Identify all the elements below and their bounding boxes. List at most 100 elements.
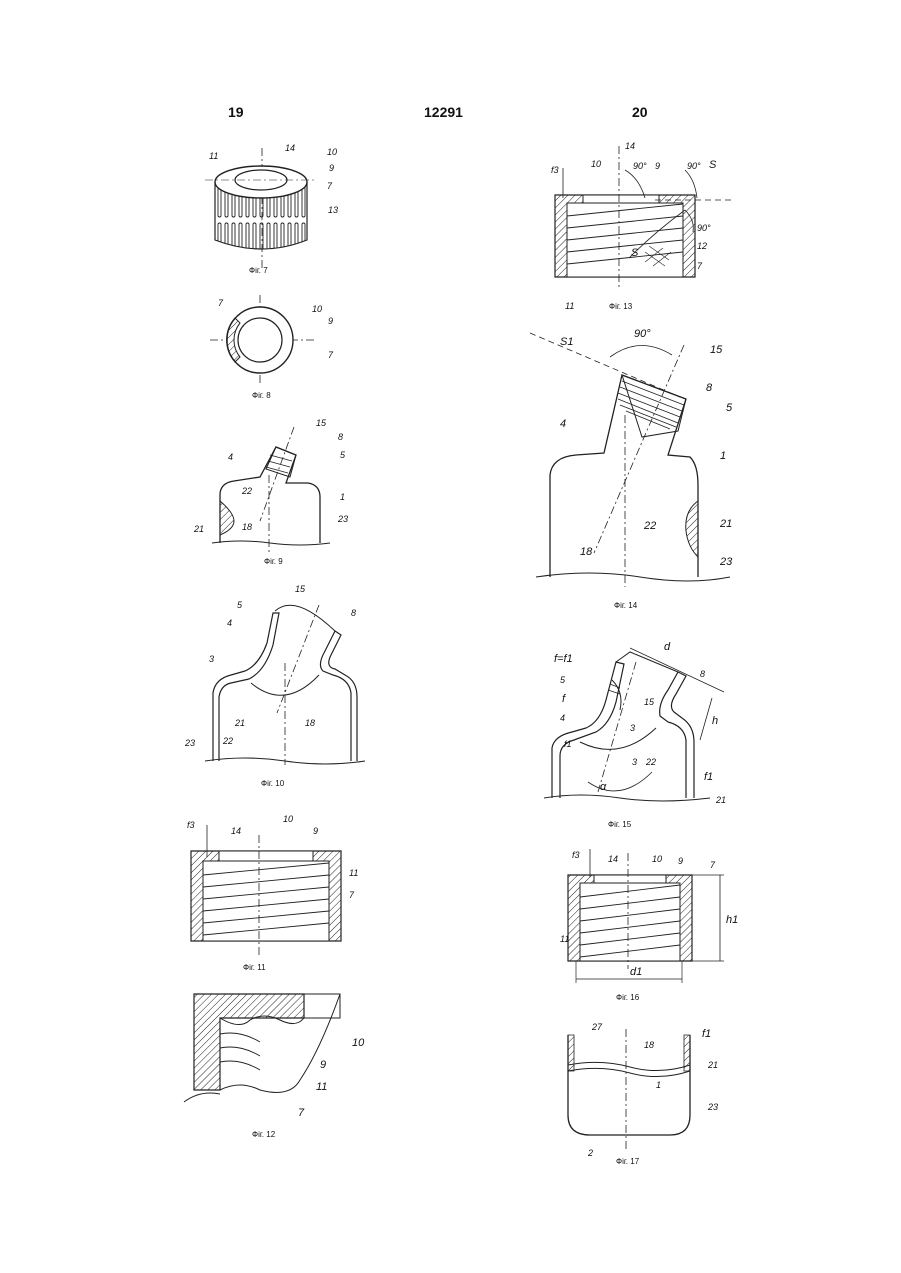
fig9-label-18: 18 (242, 523, 252, 532)
fig11-label-14: 14 (231, 827, 241, 836)
figure-17: 27 18 f1 21 1 23 2 Фіг. 17 (560, 1015, 750, 1175)
fig15-label-15: 15 (644, 698, 654, 707)
fig13-label-S-inner: S (631, 248, 638, 259)
fig15-label-f-eq-f1: f=f1 (554, 654, 573, 665)
fig11-drawing (185, 815, 365, 975)
fig17-label-23: 23 (708, 1103, 718, 1112)
fig10-caption: Фіг. 10 (261, 779, 284, 788)
figure-10: 15 5 8 4 3 21 18 23 22 Фіг. 10 (185, 585, 385, 795)
figure-7: 14 11 10 9 7 13 Фіг. 7 (195, 140, 355, 280)
fig13-caption: Фіг. 13 (609, 302, 632, 311)
figure-12: 10 9 11 7 Фіг. 12 (180, 990, 380, 1140)
document-number: 12291 (424, 104, 463, 120)
fig14-label-21: 21 (720, 519, 732, 530)
fig15-label-21: 21 (716, 796, 726, 805)
fig16-label-7: 7 (710, 861, 715, 870)
fig15-label-3-a: 3 (630, 724, 635, 733)
fig14-label-22: 22 (644, 521, 656, 532)
fig9-label-15: 15 (316, 419, 326, 428)
fig9-label-23: 23 (338, 515, 348, 524)
fig12-label-10: 10 (352, 1038, 364, 1049)
fig9-label-8: 8 (338, 433, 343, 442)
fig16-label-f3: f3 (572, 851, 580, 860)
fig10-label-21: 21 (235, 719, 245, 728)
fig13-label-f3: f3 (551, 166, 559, 175)
fig8-label-7-right: 7 (328, 351, 333, 360)
figure-13: 14 f3 10 90° 9 90° S 90° S 12 7 11 Фіг. … (545, 140, 745, 320)
fig16-label-9: 9 (678, 857, 683, 866)
fig13-label-12: 12 (697, 242, 707, 251)
fig15-label-f: f (562, 694, 565, 705)
fig7-label-10: 10 (327, 148, 337, 157)
fig10-label-22: 22 (223, 737, 233, 746)
fig15-label-5: 5 (560, 676, 565, 685)
fig11-label-10: 10 (283, 815, 293, 824)
fig7-label-14: 14 (285, 144, 295, 153)
fig17-label-2: 2 (588, 1149, 593, 1158)
figure-9: 15 8 4 5 22 1 21 18 23 Фіг. 9 (190, 415, 370, 575)
fig13-label-S-right: S (709, 160, 716, 171)
fig13-label-10: 10 (591, 160, 601, 169)
fig16-drawing (560, 843, 750, 1005)
fig11-label-f3: f3 (187, 821, 195, 830)
fig12-label-7: 7 (298, 1108, 304, 1119)
fig7-label-13: 13 (328, 206, 338, 215)
fig17-label-f1: f1 (702, 1029, 711, 1040)
fig16-label-10: 10 (652, 855, 662, 864)
fig15-label-4: 4 (560, 714, 565, 723)
fig7-label-7: 7 (327, 182, 332, 191)
fig8-label-7-top: 7 (218, 299, 223, 308)
fig12-caption: Фіг. 12 (252, 1130, 275, 1139)
fig15-label-3-b: 3 (632, 758, 637, 767)
fig16-label-14: 14 (608, 855, 618, 864)
fig10-label-4: 4 (227, 619, 232, 628)
figure-8: 7 10 9 7 Фіг. 8 (200, 295, 350, 405)
fig16-label-11: 11 (560, 935, 569, 944)
fig9-label-21: 21 (194, 525, 204, 534)
fig11-label-7: 7 (349, 891, 354, 900)
fig14-caption: Фіг. 14 (614, 601, 637, 610)
figure-15: d f=f1 8 5 f 15 h 4 3 f1 3 22 α f1 21 Фі… (540, 632, 760, 832)
fig17-caption: Фіг. 17 (616, 1157, 639, 1166)
fig7-label-11: 11 (209, 152, 218, 161)
fig15-drawing (540, 632, 760, 832)
fig14-label-S1: S1 (560, 337, 573, 348)
figure-16: f3 14 10 9 7 h1 11 d1 Фіг. 16 (560, 843, 750, 1005)
fig16-label-d1: d1 (630, 967, 642, 978)
fig9-label-1: 1 (340, 493, 345, 502)
fig17-label-27: 27 (592, 1023, 602, 1032)
fig14-label-4: 4 (560, 419, 566, 430)
fig12-drawing (180, 990, 380, 1140)
fig14-label-8: 8 (706, 383, 712, 394)
fig10-label-3: 3 (209, 655, 214, 664)
fig9-label-4: 4 (228, 453, 233, 462)
fig14-label-15: 15 (710, 345, 722, 356)
fig8-label-10: 10 (312, 305, 322, 314)
fig13-label-90-a: 90° (633, 162, 647, 171)
fig17-label-21: 21 (708, 1061, 718, 1070)
fig8-label-9: 9 (328, 317, 333, 326)
fig14-label-23: 23 (720, 557, 732, 568)
fig11-label-11: 11 (349, 869, 358, 878)
fig13-label-90-c: 90° (697, 224, 711, 233)
fig13-label-7: 7 (697, 262, 702, 271)
fig15-label-f1-right: f1 (704, 772, 713, 783)
fig15-label-h: h (712, 716, 718, 727)
fig10-label-18: 18 (305, 719, 315, 728)
fig17-label-1: 1 (656, 1081, 661, 1090)
figure-11: f3 14 10 9 11 7 Фіг. 11 (185, 815, 365, 975)
page-number-right: 20 (632, 104, 648, 120)
fig10-label-23: 23 (185, 739, 195, 748)
fig7-caption: Фіг. 7 (249, 266, 268, 275)
fig7-label-9: 9 (329, 164, 334, 173)
fig13-label-90-b: 90° (687, 162, 701, 171)
fig10-label-8: 8 (351, 609, 356, 618)
fig14-label-1: 1 (720, 451, 726, 462)
fig14-label-18: 18 (580, 547, 592, 558)
fig13-label-11: 11 (565, 302, 574, 311)
fig15-label-d: d (664, 642, 670, 653)
fig10-label-5: 5 (237, 601, 242, 610)
fig15-label-22: 22 (646, 758, 656, 767)
fig15-label-alpha: α (600, 782, 606, 793)
fig15-caption: Фіг. 15 (608, 820, 631, 829)
